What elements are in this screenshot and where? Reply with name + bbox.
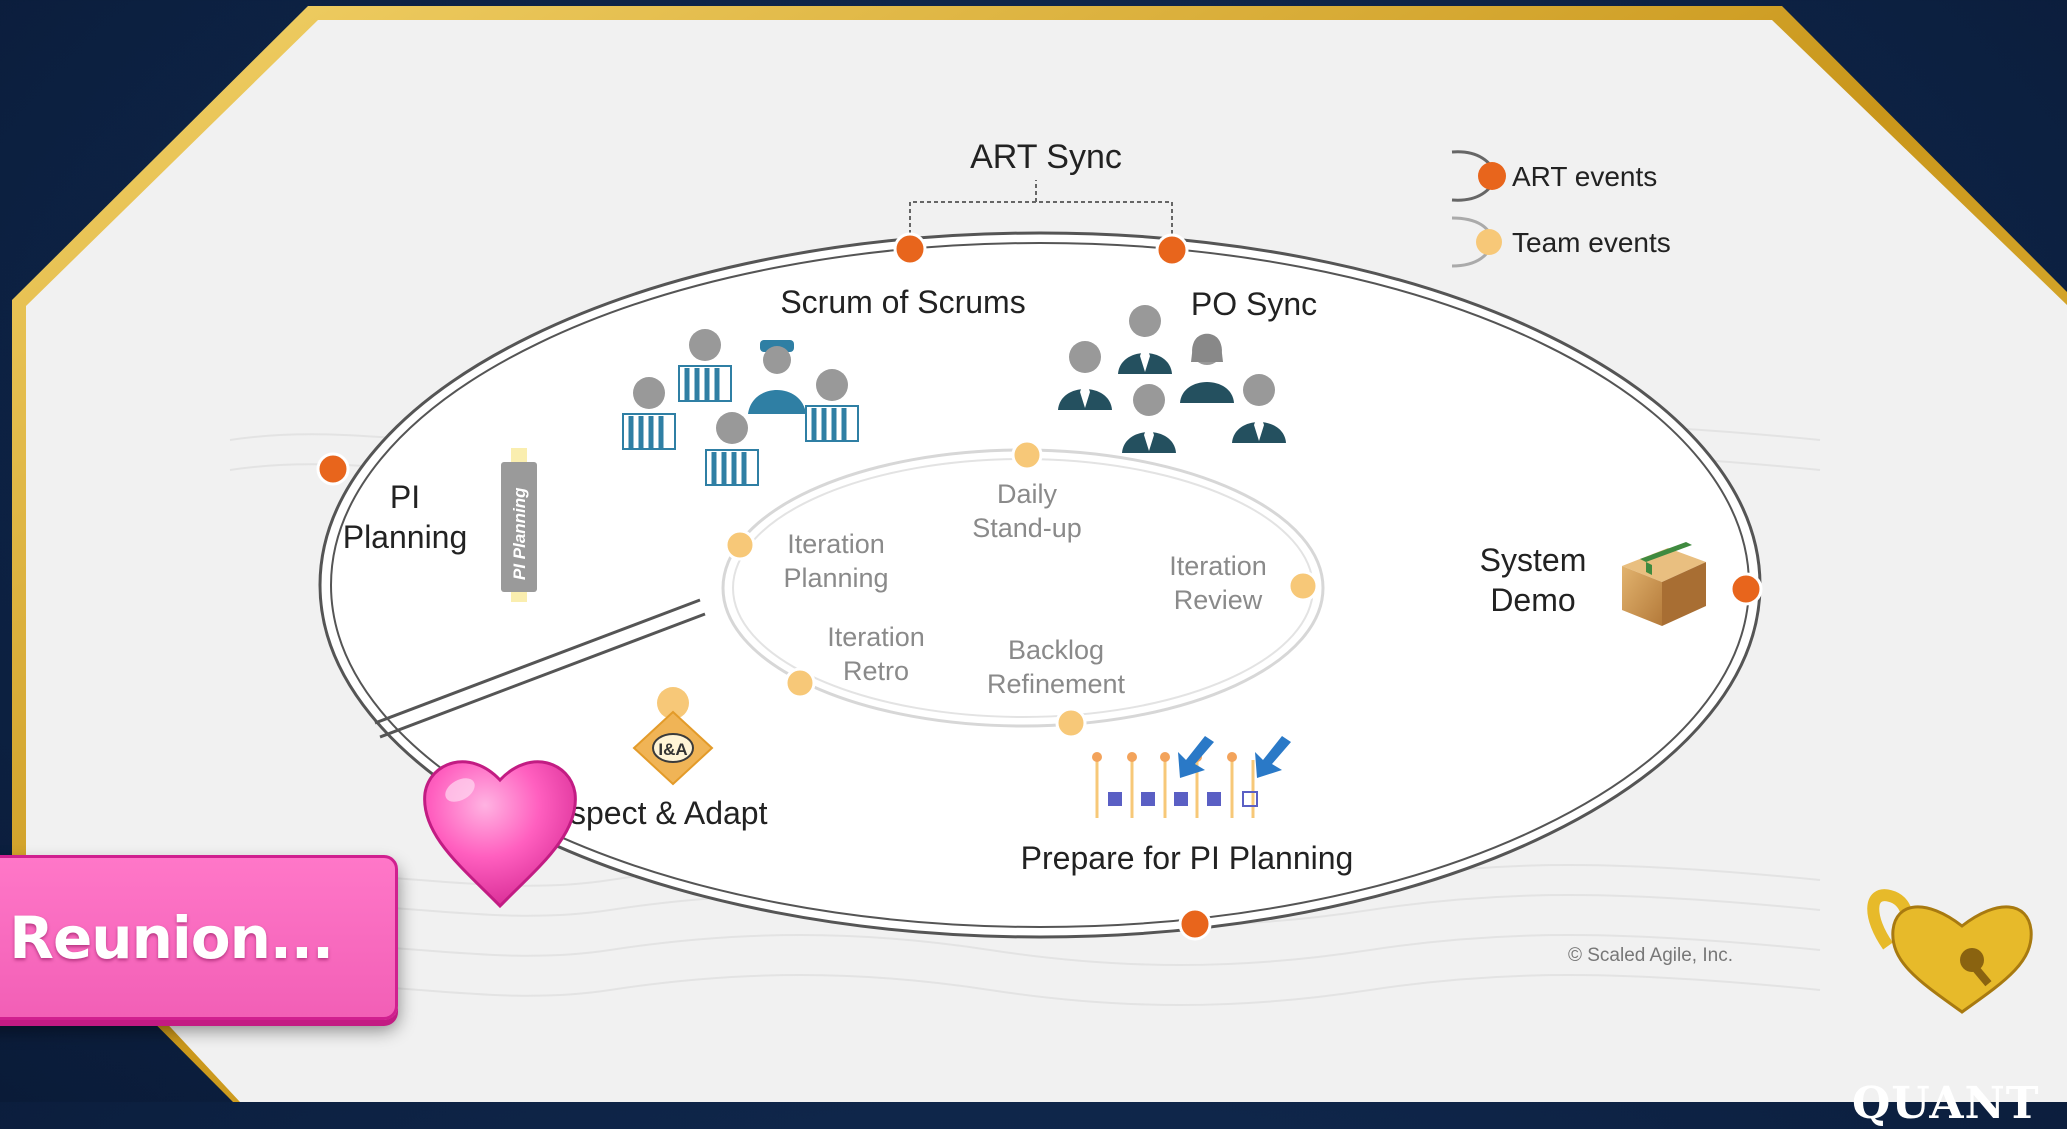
inspect-adapt-label: spect & Adapt [570, 795, 768, 831]
system-demo-label-line2: Demo [1490, 582, 1575, 618]
iteration-review-label-line1: Iteration [1169, 551, 1267, 581]
iteration-retro-label-line1: Iteration [827, 622, 925, 652]
daily-standup-label-line1: Daily [997, 479, 1058, 509]
backlog-items-icon [1092, 736, 1291, 818]
pi-planning-label-line2: Planning [343, 519, 468, 555]
legend: ART events Team events [1451, 150, 1671, 268]
art-event-dot [1178, 907, 1212, 941]
pi-planning-tag: PI Planning [501, 448, 537, 602]
art-sync-label: ART Sync [970, 138, 1122, 176]
art-event-dot [893, 232, 927, 266]
person-icon [748, 340, 806, 414]
heart-lock-icon [1867, 889, 2033, 1014]
team-event-labels: Daily Stand-up Iteration Planning Iterat… [783, 479, 1266, 699]
scrum-of-scrums-label: Scrum of Scrums [780, 284, 1025, 320]
backlog-refinement-label-line1: Backlog [1008, 635, 1104, 665]
po-sync-people [1058, 305, 1286, 453]
art-event-dot [1155, 233, 1189, 267]
banner-text: e Reunion... [0, 903, 334, 972]
person-icon [1180, 333, 1234, 403]
po-sync-label: PO Sync [1191, 286, 1317, 322]
copyright-label: © Scaled Agile, Inc. [1568, 945, 1733, 966]
person-icon [1058, 341, 1112, 410]
brand-text: QUANT [1852, 1078, 2040, 1129]
legend-art-label: ART events [1512, 161, 1657, 192]
art-event-dot [316, 452, 350, 486]
legend-team-dot [1476, 229, 1502, 255]
slide-canvas: ART Sync ART events Team events Scrum of… [12, 6, 2067, 1102]
backlog-refinement-label-line2: Refinement [987, 669, 1126, 699]
arrow-down-icon [1178, 736, 1214, 778]
scrum-of-scrums-people [622, 329, 859, 486]
person-icon [1232, 374, 1286, 443]
team-event-dot [784, 667, 816, 699]
person-icon [705, 412, 759, 486]
legend-art-dot [1478, 162, 1506, 190]
legend-team-label: Team events [1512, 227, 1671, 258]
reunion-banner: e Reunion... [0, 855, 398, 1020]
team-event-dot [1011, 439, 1043, 471]
heart-highlight [445, 778, 475, 802]
iteration-planning-label-line1: Iteration [787, 529, 885, 559]
daily-standup-label-line2: Stand-up [972, 513, 1082, 543]
art-event-dot [1729, 572, 1763, 606]
connector-line [379, 612, 706, 739]
iteration-retro-label-line2: Retro [843, 656, 909, 686]
system-demo-label-line1: System [1480, 542, 1587, 578]
team-event-dot [1055, 707, 1087, 739]
arrow-down-icon [1255, 736, 1291, 778]
ia-badge-text: I&A [658, 740, 687, 759]
art-sync-bracket [909, 201, 1173, 248]
pi-planning-tag-text: PI Planning [510, 487, 529, 580]
inspect-adapt-badge-icon: I&A [632, 687, 714, 786]
prepare-pi-planning-label: Prepare for PI Planning [1021, 840, 1354, 876]
person-icon [678, 329, 732, 402]
iteration-planning-label-line2: Planning [783, 563, 888, 593]
person-icon [1122, 384, 1176, 453]
team-event-dot [724, 529, 756, 561]
person-icon [805, 369, 859, 442]
pi-planning-label-line1: PI [390, 479, 420, 515]
iteration-review-label-line2: Review [1174, 585, 1263, 615]
person-icon [622, 377, 676, 450]
team-event-dot [1287, 570, 1319, 602]
package-box-icon [1622, 542, 1706, 626]
connector-line [374, 598, 701, 725]
person-icon [1118, 305, 1172, 374]
